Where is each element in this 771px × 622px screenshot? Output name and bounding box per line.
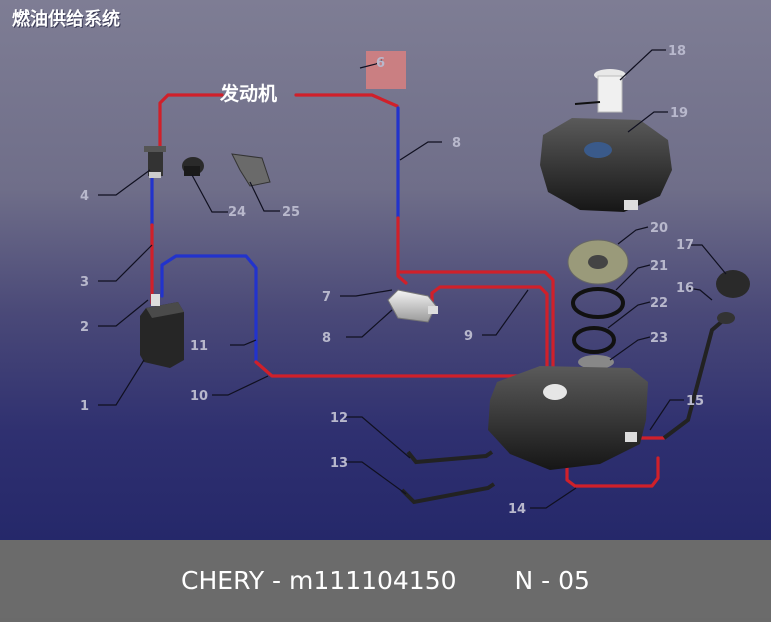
gasket-23 bbox=[578, 355, 614, 369]
callout-17: 17 bbox=[676, 238, 694, 253]
carbon-canister bbox=[140, 294, 184, 368]
callout-2: 2 bbox=[80, 320, 89, 335]
fuel-filter bbox=[387, 289, 438, 323]
supply-line-7 bbox=[396, 216, 408, 285]
seal-ring-22 bbox=[572, 326, 616, 354]
callout-4: 4 bbox=[80, 189, 89, 204]
callout-16: 16 bbox=[676, 281, 694, 296]
fuel-tank-19 bbox=[540, 118, 672, 212]
gas-cap-24 bbox=[182, 157, 204, 176]
callout-10: 10 bbox=[190, 389, 208, 404]
seal-ring-21 bbox=[571, 287, 625, 319]
filler-neck-16 bbox=[662, 312, 735, 440]
callout-11: 11 bbox=[190, 339, 208, 354]
callout-9: 9 bbox=[464, 329, 473, 344]
callout-7: 7 bbox=[322, 290, 331, 305]
leader-lines bbox=[98, 49, 727, 509]
supply-line-9 bbox=[430, 285, 549, 384]
hose-12 bbox=[406, 450, 494, 465]
callout-22: 22 bbox=[650, 296, 668, 311]
diagram-panel: 发动机 bbox=[0, 0, 771, 540]
footer-caption: CHERY - m111104150 N - 05 bbox=[0, 540, 771, 618]
engine-supply-line bbox=[294, 93, 399, 108]
footer-page-number: N - 05 bbox=[514, 566, 590, 595]
callout-23: 23 bbox=[650, 331, 668, 346]
supply-line-to-tank bbox=[396, 270, 555, 384]
callout-19: 19 bbox=[670, 106, 688, 121]
callout-25: 25 bbox=[282, 205, 300, 220]
callout-1: 1 bbox=[80, 399, 89, 414]
vapor-line-10 bbox=[254, 360, 537, 386]
callout-20: 20 bbox=[650, 221, 668, 236]
callout-24: 24 bbox=[228, 205, 246, 220]
callout-13: 13 bbox=[330, 456, 348, 471]
rollover-valve bbox=[144, 146, 166, 178]
engine-label: 发动机 bbox=[219, 82, 277, 105]
filler-cap-17 bbox=[716, 270, 750, 298]
fuel-pump-module bbox=[574, 69, 626, 113]
hose-13 bbox=[400, 482, 496, 505]
callout-8-upper: 8 bbox=[452, 136, 461, 151]
callout-labels: 1 2 3 4 24 25 6 8 7 8 9 11 10 12 13 14 1… bbox=[80, 44, 704, 517]
callout-18: 18 bbox=[668, 44, 686, 59]
fuel-system-diagram: 发动机 bbox=[80, 44, 750, 517]
callout-6: 6 bbox=[376, 56, 385, 71]
bracket-25 bbox=[231, 153, 271, 187]
engine-supply-line bbox=[158, 93, 224, 160]
fill-pipe-line bbox=[565, 416, 660, 488]
diagram-title: 燃油供给系统 bbox=[12, 9, 120, 30]
callout-12: 12 bbox=[330, 411, 348, 426]
footer-part-code: CHERY - m111104150 bbox=[181, 566, 457, 595]
tank-lock-ring-20 bbox=[567, 239, 629, 285]
callout-8-filter: 8 bbox=[322, 331, 331, 346]
canister-purge-line bbox=[160, 254, 258, 364]
callout-3: 3 bbox=[80, 275, 89, 290]
component-6-marker bbox=[366, 51, 406, 89]
callout-14: 14 bbox=[508, 502, 526, 517]
fuel-tank-main bbox=[488, 366, 648, 470]
callout-21: 21 bbox=[650, 259, 668, 274]
footer-bar: CHERY - m111104150 N - 05 bbox=[0, 540, 771, 618]
callout-15: 15 bbox=[686, 394, 704, 409]
